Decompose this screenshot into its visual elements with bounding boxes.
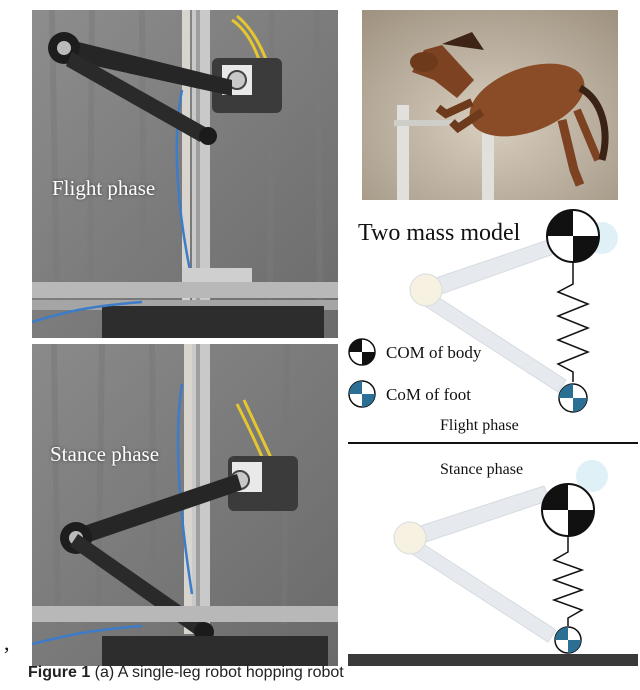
flight-phase-photo: Flight phase bbox=[32, 10, 338, 338]
legend-body-label: COM of body bbox=[386, 343, 482, 362]
flight-phase-photo-label: Flight phase bbox=[52, 176, 156, 200]
phase-divider bbox=[348, 442, 638, 444]
flight-foot-com-marker bbox=[558, 383, 588, 413]
figure-caption: Figure 1 (a) A single-leg robot hopping … bbox=[28, 664, 640, 682]
horse-jump-photo bbox=[362, 10, 618, 200]
stance-phase-photo: Stance phase bbox=[32, 344, 338, 666]
model-title: Two mass model bbox=[358, 220, 521, 246]
caption-text: (a) A single-leg robot hopping robot bbox=[90, 664, 344, 681]
ground-line bbox=[348, 654, 638, 666]
two-mass-model-diagram bbox=[348, 209, 638, 666]
flight-body-com-marker bbox=[546, 209, 600, 263]
stance-body-com-marker bbox=[541, 483, 595, 537]
legend-foot-icon bbox=[348, 380, 376, 408]
stance-foot-com-marker bbox=[554, 626, 582, 654]
caption-figure-number: Figure 1 bbox=[28, 664, 91, 681]
flight-phase-label: Flight phase bbox=[440, 417, 519, 434]
stance-phase-photo-label: Stance phase bbox=[50, 442, 160, 466]
stance-spring bbox=[551, 536, 585, 626]
legend-foot-label: CoM of foot bbox=[386, 385, 471, 404]
legend-body-icon bbox=[348, 338, 376, 366]
stance-phase-label: Stance phase bbox=[440, 461, 524, 478]
stance-robot-outline bbox=[393, 460, 608, 643]
side-mark: , bbox=[4, 630, 10, 655]
flight-spring bbox=[555, 262, 591, 382]
